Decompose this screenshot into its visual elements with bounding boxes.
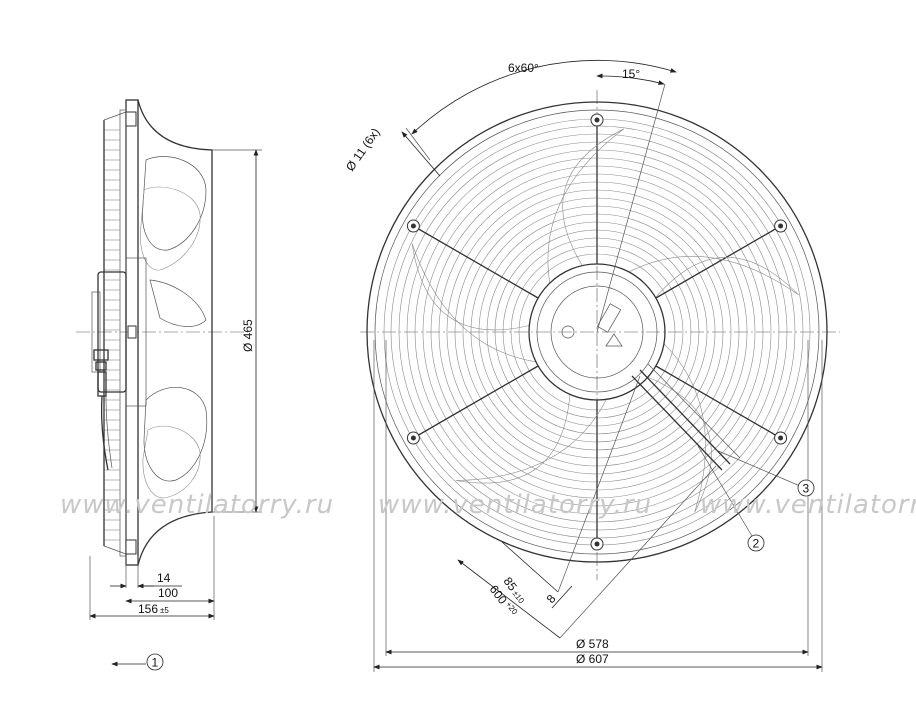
guard-spokes — [413, 120, 781, 544]
guard-bottom-edge — [103, 545, 127, 555]
blade-upper-2 — [140, 186, 201, 271]
dim-14-label: 14 — [157, 571, 171, 585]
holes-leader — [401, 131, 441, 177]
bolt-hole — [410, 223, 416, 229]
bolt-hole — [410, 435, 416, 441]
fan-blade — [547, 128, 625, 284]
warning-triangle-icon — [605, 333, 623, 347]
bolt-icon — [125, 111, 137, 127]
fan-blades — [411, 128, 799, 513]
watermark-text-2: www.ventilatorry.ru — [378, 490, 652, 520]
fan-blade — [455, 394, 607, 484]
dim-line-600 — [457, 559, 561, 639]
callout-2-leader — [697, 445, 753, 537]
bolt-hole — [778, 223, 784, 229]
blade-lower-1 — [143, 387, 208, 482]
watermark: www.ventilatorry.ru www.ventilatorry.ru … — [60, 490, 916, 520]
hub-screw — [561, 325, 575, 339]
angle-15-label: 15° — [622, 67, 640, 81]
circle-number-icon — [797, 479, 815, 497]
dim-156-label: 156±5 — [138, 602, 169, 616]
cable-line-a — [631, 375, 723, 471]
blade-upper-1 — [142, 156, 207, 251]
dim-100-label: 100 — [158, 586, 178, 600]
bolt-icon — [125, 539, 137, 555]
bolt-icon — [127, 325, 137, 339]
guard-spoke — [413, 365, 539, 439]
motor-label-area — [550, 285, 644, 379]
guard-ribs — [104, 129, 120, 541]
guard-spoke — [655, 225, 781, 299]
rotor-hub — [125, 257, 147, 407]
callout-3-label: 3 — [803, 482, 810, 496]
dim-607-label: Ø 607 — [576, 652, 609, 666]
angle-6x60-label: 6x60° — [508, 61, 539, 75]
dim-465-label: Ø 465 — [241, 319, 255, 352]
callout-3-leader — [715, 449, 801, 487]
dim-600-ext — [559, 465, 717, 639]
circle-number-icon — [146, 653, 164, 671]
motor-hub-outer — [528, 263, 666, 401]
cable-line-c — [647, 363, 741, 459]
arc-6x60 — [411, 59, 677, 135]
guard-top-edge — [103, 111, 127, 121]
bolt-hole — [594, 541, 600, 547]
holes-leader-2 — [405, 127, 431, 161]
fan-blade — [628, 256, 799, 298]
dim-line-8 — [551, 585, 573, 609]
side-view: Ø 465 14 100 156±5 1 — [76, 99, 262, 671]
cable-line-b — [639, 369, 731, 465]
bolt-hole — [778, 435, 784, 441]
guard-spoke — [413, 225, 539, 299]
blade-mid — [149, 279, 207, 327]
blade-lower-2 — [142, 425, 201, 499]
watermark-text-3: www.ventilatorry.ru — [700, 490, 916, 520]
dim-8-label: 8 — [544, 592, 559, 606]
callout-2-label: 2 — [753, 537, 760, 551]
inlet-nozzle — [137, 99, 213, 566]
guard-spoke — [655, 365, 781, 439]
type-plate — [596, 303, 622, 333]
fan-blade — [411, 243, 536, 363]
motor-hub — [536, 271, 658, 393]
holes-label: Ø 11 (6x) — [343, 125, 383, 173]
fan-blade — [647, 343, 712, 513]
bolt-hole — [594, 117, 600, 123]
callout-1-label: 1 — [152, 656, 159, 670]
dim-578-label: Ø 578 — [576, 637, 609, 651]
circle-number-icon — [747, 534, 765, 552]
angle-15-ray — [596, 83, 666, 333]
watermark-text-1: www.ventilatorry.ru — [60, 490, 334, 520]
arc-15 — [596, 73, 665, 85]
front-view: Ø 11 (6x) 6x60° 15° 85±10 600+20 8 Ø 578… — [343, 59, 840, 672]
motor-back-cover — [91, 291, 101, 373]
dim-85-ext — [557, 375, 641, 593]
cable-gland — [93, 349, 113, 471]
dim-line-85 — [501, 541, 559, 593]
